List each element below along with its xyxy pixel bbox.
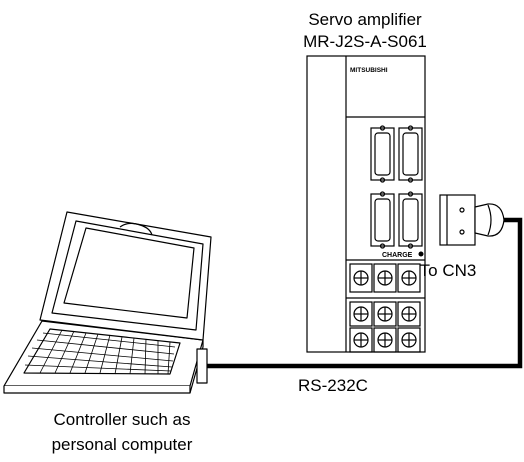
to-cn3-label: To CN3 bbox=[420, 261, 477, 280]
charge-lamp bbox=[418, 251, 424, 257]
amplifier-housing bbox=[306, 55, 426, 353]
terminal-row-lower bbox=[349, 301, 421, 353]
servo-amplifier-model: MR-J2S-A-S061 bbox=[303, 32, 427, 51]
connector-cn2 bbox=[370, 191, 395, 249]
cn3-cable-connector bbox=[439, 194, 505, 246]
laptop-computer bbox=[3, 211, 212, 394]
rs232c-label: RS-232C bbox=[298, 376, 368, 395]
laptop-keyboard bbox=[23, 328, 181, 375]
keyboard-keys bbox=[24, 329, 176, 375]
connector-cn3 bbox=[398, 191, 423, 249]
terminal-row-upper bbox=[349, 263, 421, 293]
laptop-serial-plug bbox=[196, 348, 208, 384]
connector-strain-relief bbox=[474, 203, 505, 237]
laptop-lid-latch bbox=[119, 222, 153, 236]
controller-label-line2: personal computer bbox=[52, 435, 193, 454]
rs232c-cable bbox=[207, 217, 523, 369]
servo-amplifier-title: Servo amplifier bbox=[308, 10, 422, 29]
servo-amplifier bbox=[306, 55, 426, 353]
laptop-base-front bbox=[3, 386, 191, 394]
connector-cn1b bbox=[398, 125, 423, 183]
charge-label: CHARGE bbox=[382, 252, 413, 259]
brand-label: MITSUBISHI bbox=[350, 67, 388, 74]
connector-shell bbox=[439, 194, 476, 246]
controller-label-line1: Controller such as bbox=[53, 410, 190, 429]
connector-cn1a bbox=[370, 125, 395, 183]
laptop-screen bbox=[63, 227, 195, 319]
